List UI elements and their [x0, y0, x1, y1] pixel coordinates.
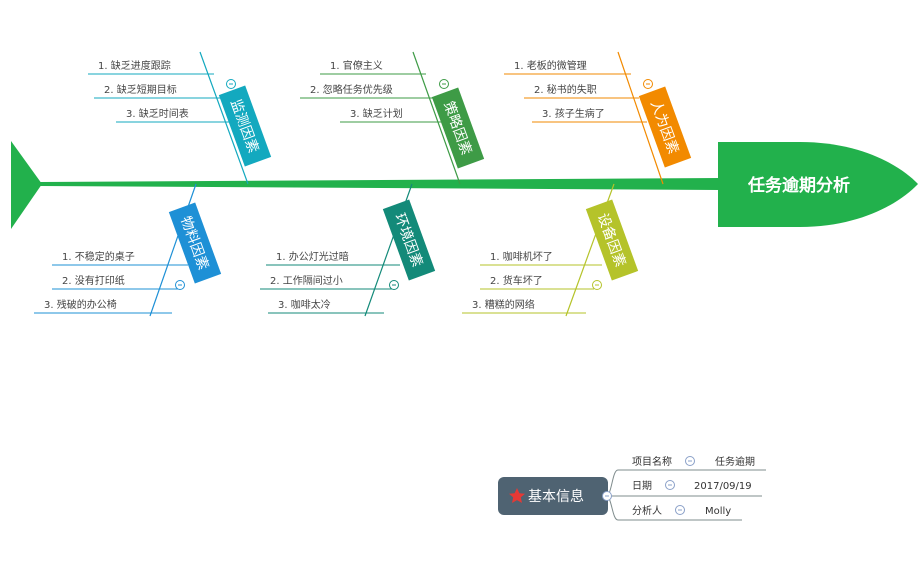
cause-label[interactable]: 1. 咖啡机坏了 — [490, 250, 553, 263]
cause-label[interactable]: 2. 没有打印纸 — [62, 274, 125, 287]
basic-info-panel: 基本信息 项目名称 任务逾期 日期 2017/09/19 分析人 Molly — [498, 455, 766, 521]
info-label-date: 日期 — [632, 480, 652, 492]
cause-label[interactable]: 3. 缺乏时间表 — [126, 107, 189, 120]
category-bone: 1. 办公灯光过暗 2. 工作隔间过小 3. 咖啡太冷 环境因素 — [260, 183, 436, 317]
category-node[interactable]: 物料因素 — [168, 202, 222, 284]
category-node[interactable]: 环境因素 — [382, 199, 436, 281]
cause-label[interactable]: 3. 咖啡太冷 — [278, 298, 331, 311]
fish-spine — [40, 178, 720, 190]
cause-label[interactable]: 1. 缺乏进度跟踪 — [98, 59, 171, 72]
minus-circle-icon[interactable] — [389, 280, 399, 290]
fish-head-title: 任务逾期分析 — [747, 175, 850, 196]
minus-circle-icon[interactable] — [643, 79, 653, 89]
cause-label[interactable]: 2. 缺乏短期目标 — [104, 83, 177, 96]
basic-info-node[interactable] — [498, 477, 608, 515]
minus-circle-icon[interactable] — [175, 280, 185, 290]
category-box — [431, 87, 485, 169]
cause-label[interactable]: 2. 秘书的失职 — [534, 83, 597, 96]
info-label-project: 项目名称 — [632, 455, 672, 468]
minus-circle-icon[interactable] — [685, 456, 695, 466]
basic-info-title: 基本信息 — [528, 488, 584, 505]
minus-circle-icon[interactable] — [602, 491, 612, 501]
star-icon — [509, 488, 525, 503]
cause-label[interactable]: 1. 老板的微管理 — [514, 59, 587, 72]
cause-label[interactable]: 2. 工作隔间过小 — [270, 274, 343, 287]
info-value-date: 2017/09/19 — [694, 481, 752, 492]
fish-tail — [11, 141, 42, 229]
minus-circle-icon[interactable] — [592, 280, 602, 290]
category-bone: 1. 老板的微管理 2. 秘书的失职 3. 孩子生病了 人为因素 — [504, 51, 692, 185]
cause-label[interactable]: 2. 忽略任务优先级 — [310, 83, 393, 96]
info-value-analyst: Molly — [705, 506, 731, 517]
info-label-analyst: 分析人 — [632, 504, 662, 517]
info-value-project: 任务逾期 — [715, 455, 755, 468]
category-bone: 1. 官僚主义2. 忽略任务优先级3. 缺乏计划策略因素 — [300, 51, 485, 185]
category-box — [218, 85, 272, 167]
category-node[interactable]: 人为因素 — [638, 86, 692, 168]
cause-label[interactable]: 3. 缺乏计划 — [350, 107, 403, 120]
cause-label[interactable]: 2. 货车坏了 — [490, 274, 543, 287]
cause-label[interactable]: 3. 糟糕的网络 — [472, 298, 535, 311]
cause-label[interactable]: 1. 不稳定的桌子 — [62, 250, 135, 263]
cause-label[interactable]: 1. 办公灯光过暗 — [276, 250, 349, 263]
minus-circle-icon[interactable] — [226, 79, 236, 89]
category-bone: 1. 缺乏进度跟踪2. 缺乏短期目标3. 缺乏时间表监测因素 — [88, 51, 272, 185]
category-box — [382, 199, 436, 281]
cause-label[interactable]: 3. 残破的办公椅 — [44, 298, 117, 311]
cause-label[interactable]: 3. 孩子生病了 — [542, 107, 605, 120]
category-box — [585, 199, 639, 281]
minus-circle-icon[interactable] — [439, 79, 449, 89]
category-bone: 1. 不稳定的桌子 2. 没有打印纸 3. 残破的办公椅 物料因素 — [34, 183, 222, 317]
cause-label[interactable]: 1. 官僚主义 — [330, 59, 383, 72]
fish-head[interactable] — [718, 142, 918, 227]
category-box — [638, 86, 692, 168]
category-box — [168, 202, 222, 284]
minus-circle-icon[interactable] — [665, 480, 675, 490]
minus-circle-icon[interactable] — [675, 505, 685, 515]
